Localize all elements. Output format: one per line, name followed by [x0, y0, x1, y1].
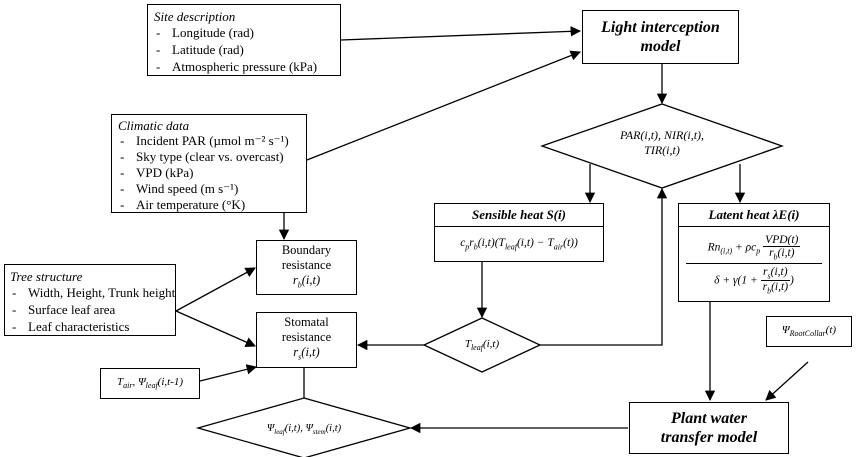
- tree-structure-title: Tree structure: [10, 269, 83, 284]
- boundary-symbol: rb(i,t): [292, 272, 321, 290]
- boundary-resistance-box: Boundary resistance rb(i,t): [256, 240, 357, 295]
- site-item: Atmospheric pressure (kPa): [154, 58, 334, 75]
- climate-item: VPD (kPa): [118, 165, 300, 181]
- site-item: Longitude (rad): [154, 24, 334, 41]
- stomatal-line2: resistance: [281, 330, 332, 345]
- par-diamond-line2: TIR(i,t): [644, 143, 680, 157]
- tree-item: Surface leaf area: [10, 301, 170, 318]
- climatic-data-list: Incident PAR (µmol m⁻² s⁻¹) Sky type (cl…: [118, 133, 300, 213]
- boundary-line2: resistance: [281, 257, 332, 272]
- tree-item: Width, Height, Trunk height: [10, 284, 175, 301]
- light-interception-box: Light interception model: [582, 10, 739, 64]
- tree-item: Leaf characteristics: [10, 318, 170, 335]
- boundary-line1: Boundary: [281, 242, 332, 257]
- climate-item: Air temperature (°K): [118, 197, 300, 213]
- psi-diamond-shape: [195, 397, 413, 457]
- light-interception-line1: Light interception: [601, 19, 720, 36]
- climate-item: Incident PAR (µmol m⁻² s⁻¹): [118, 133, 300, 149]
- arrow-rootcollar-to-water: [765, 361, 809, 401]
- light-interception-line2: model: [640, 38, 681, 55]
- latent-heat-formula: Rn(i,t) + ρcp VPD(t)rb(i,t) δ + γ(1 + rs…: [679, 227, 829, 302]
- stomatal-symbol: rs(i,t): [293, 345, 320, 362]
- site-description-list: Longitude (rad) Latitude (rad) Atmospher…: [154, 24, 334, 75]
- stomatal-line1: Stomatal: [284, 315, 329, 330]
- par-diamond-line1: PAR(i,t), NIR(i,t),: [619, 128, 705, 142]
- sensible-heat-title: Sensible heat S(i): [435, 204, 603, 227]
- latent-heat-box: Latent heat λE(i) Rn(i,t) + ρcp VPD(t)rb…: [678, 203, 830, 302]
- stomatal-resistance-box: Stomatal resistance rs(i,t): [256, 312, 357, 368]
- site-description-box: Site description Longitude (rad) Latitud…: [147, 4, 341, 76]
- arrow-tleaf-to-par: [540, 187, 668, 346]
- plant-water-transfer-box: Plant water transfer model: [629, 402, 789, 454]
- tair-psileaf-input-box: Tair, Ψleaf(i,t-1): [100, 368, 200, 399]
- latent-heat-denominator: δ + γ(1 + rs(i,t)rb(i,t)): [714, 265, 794, 296]
- arrow-tair-to-stomatal: [199, 364, 258, 382]
- arrow-tree-to-stomatal: [175, 310, 256, 347]
- tleaf-diamond-shape: [422, 317, 542, 373]
- psi-diamond-label: Ψleaf(i,t), Ψstem(i,t): [266, 423, 342, 437]
- arrow-climate-to-light: [306, 50, 581, 161]
- plant-water-line2: transfer model: [660, 429, 758, 446]
- latent-heat-numerator: Rn(i,t) + ρcp VPD(t)rb(i,t): [707, 233, 801, 261]
- par-diamond-label: PAR(i,t), NIR(i,t), TIR(i,t): [562, 128, 762, 158]
- climate-item: Sky type (clear vs. overcast): [118, 149, 300, 165]
- site-description-title: Site description: [154, 9, 236, 24]
- sensible-heat-box: Sensible heat S(i) cprb(i,t)(Tleaf(i,t) …: [434, 203, 604, 262]
- psi-rootcollar-box: ΨRootCollar(t): [766, 316, 852, 347]
- tleaf-diamond-label: Tleaf(i,t): [464, 338, 500, 353]
- tree-structure-list: Width, Height, Trunk height Surface leaf…: [10, 284, 175, 335]
- site-item: Latitude (rad): [154, 41, 334, 58]
- tree-structure-box: Tree structure Width, Height, Trunk heig…: [4, 264, 176, 336]
- climatic-data-title: Climatic data: [118, 118, 190, 133]
- climatic-data-box: Climatic data Incident PAR (µmol m⁻² s⁻¹…: [111, 114, 307, 213]
- plant-water-line1: Plant water: [670, 410, 747, 427]
- sensible-heat-formula: cprb(i,t)(Tleaf(i,t) − Tair(t)): [460, 237, 578, 252]
- climate-item: Wind speed (m s⁻¹): [118, 181, 300, 197]
- latent-heat-title: Latent heat λE(i): [679, 204, 829, 227]
- arrow-site-to-light: [340, 26, 582, 41]
- arrow-tree-to-boundary: [175, 267, 256, 312]
